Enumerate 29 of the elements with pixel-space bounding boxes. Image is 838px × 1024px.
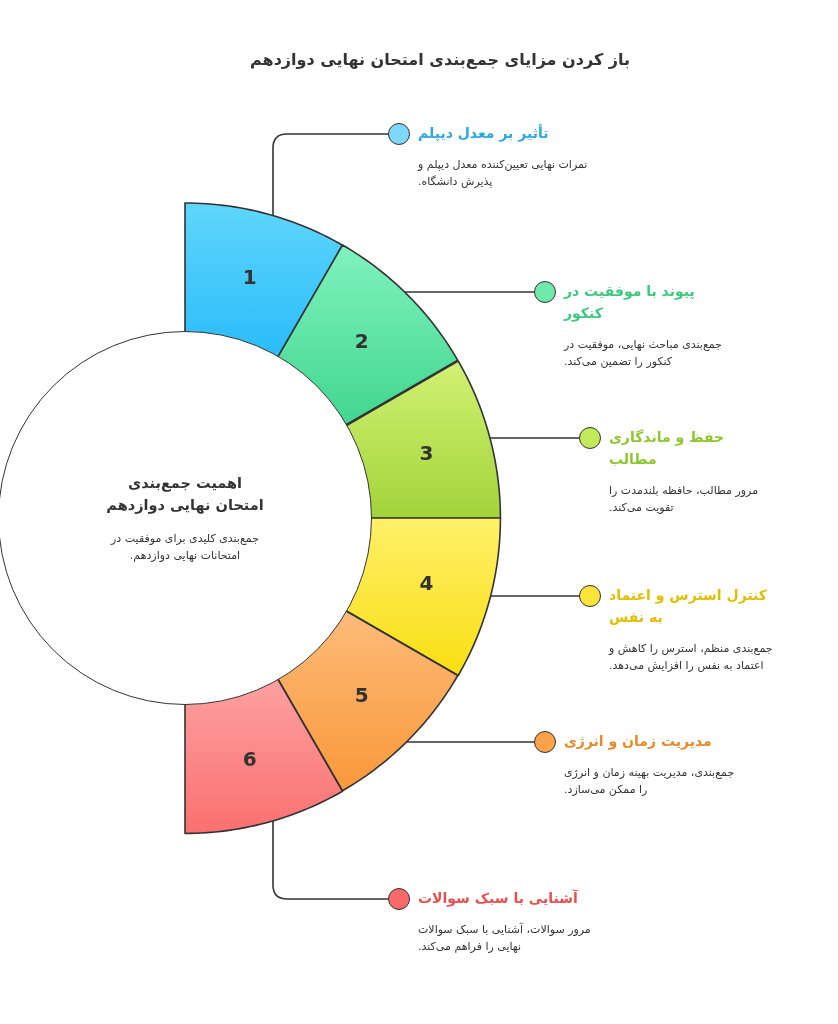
segment-number: 2 (353, 328, 370, 355)
segment-number: 4 (418, 569, 435, 596)
title: باز کردن مزایای جمع‌بندی امتحان نهایی دوازدهم (250, 50, 630, 69)
segment-number: 3 (418, 440, 435, 467)
marker-circle (534, 731, 556, 753)
item-text: مرور سوالات، آشنایی با سبک سوالات نهایی را فراهم می‌کند. (418, 921, 592, 955)
circle-text: جمع‌بندی کلیدی برای موفقیت در امتحانات نهایی دوازدهم. (109, 531, 260, 564)
item-text: جمع‌بندی منظم، استرس را کاهش و اعتماد به نفس را افزایش می‌دهد. (609, 641, 774, 674)
item-text: مرور مطالب، حافظه بلندمدت را تقویت می‌کند. (609, 483, 760, 516)
item-text: نمرات نهایی تعیین‌کننده معدل دیپلم و پذیرش دانشگاه. (418, 157, 589, 190)
item-text: جمع‌بندی، مدیریت بهینه زمان و انرژی را ممکن می‌سازد. (564, 765, 736, 798)
item-heading: کنترل استرس و اعتماد به نفس (609, 586, 768, 627)
marker-circle (579, 585, 601, 607)
connector-line (272, 819, 389, 900)
item-heading: حفظ و ماندگاری مطالب (609, 428, 726, 469)
circle-heading: اهمیت جمع‌بندی امتحان نهایی دوازدهم (105, 474, 265, 516)
item-heading: آشنایی با سبک سوالات (418, 888, 579, 909)
segment-number: 6 (241, 746, 258, 773)
marker-circle (579, 427, 601, 449)
item-heading: پیوند با موفقیت در کنکور (564, 282, 696, 324)
segment-number: 1 (241, 263, 258, 290)
marker-circle (388, 123, 410, 145)
item-text: جمع‌بندی مباحث نهایی، موفقیت در کنکور را تضمین می‌کند. (564, 337, 723, 370)
item-heading: مدیریت زمان و انرژی (564, 732, 713, 752)
marker-circle (388, 888, 410, 910)
marker-circle (534, 281, 556, 303)
item-heading: تأثیر بر معدل دیپلم (418, 123, 550, 144)
segment-number: 5 (353, 681, 370, 708)
connector-line (272, 133, 389, 217)
